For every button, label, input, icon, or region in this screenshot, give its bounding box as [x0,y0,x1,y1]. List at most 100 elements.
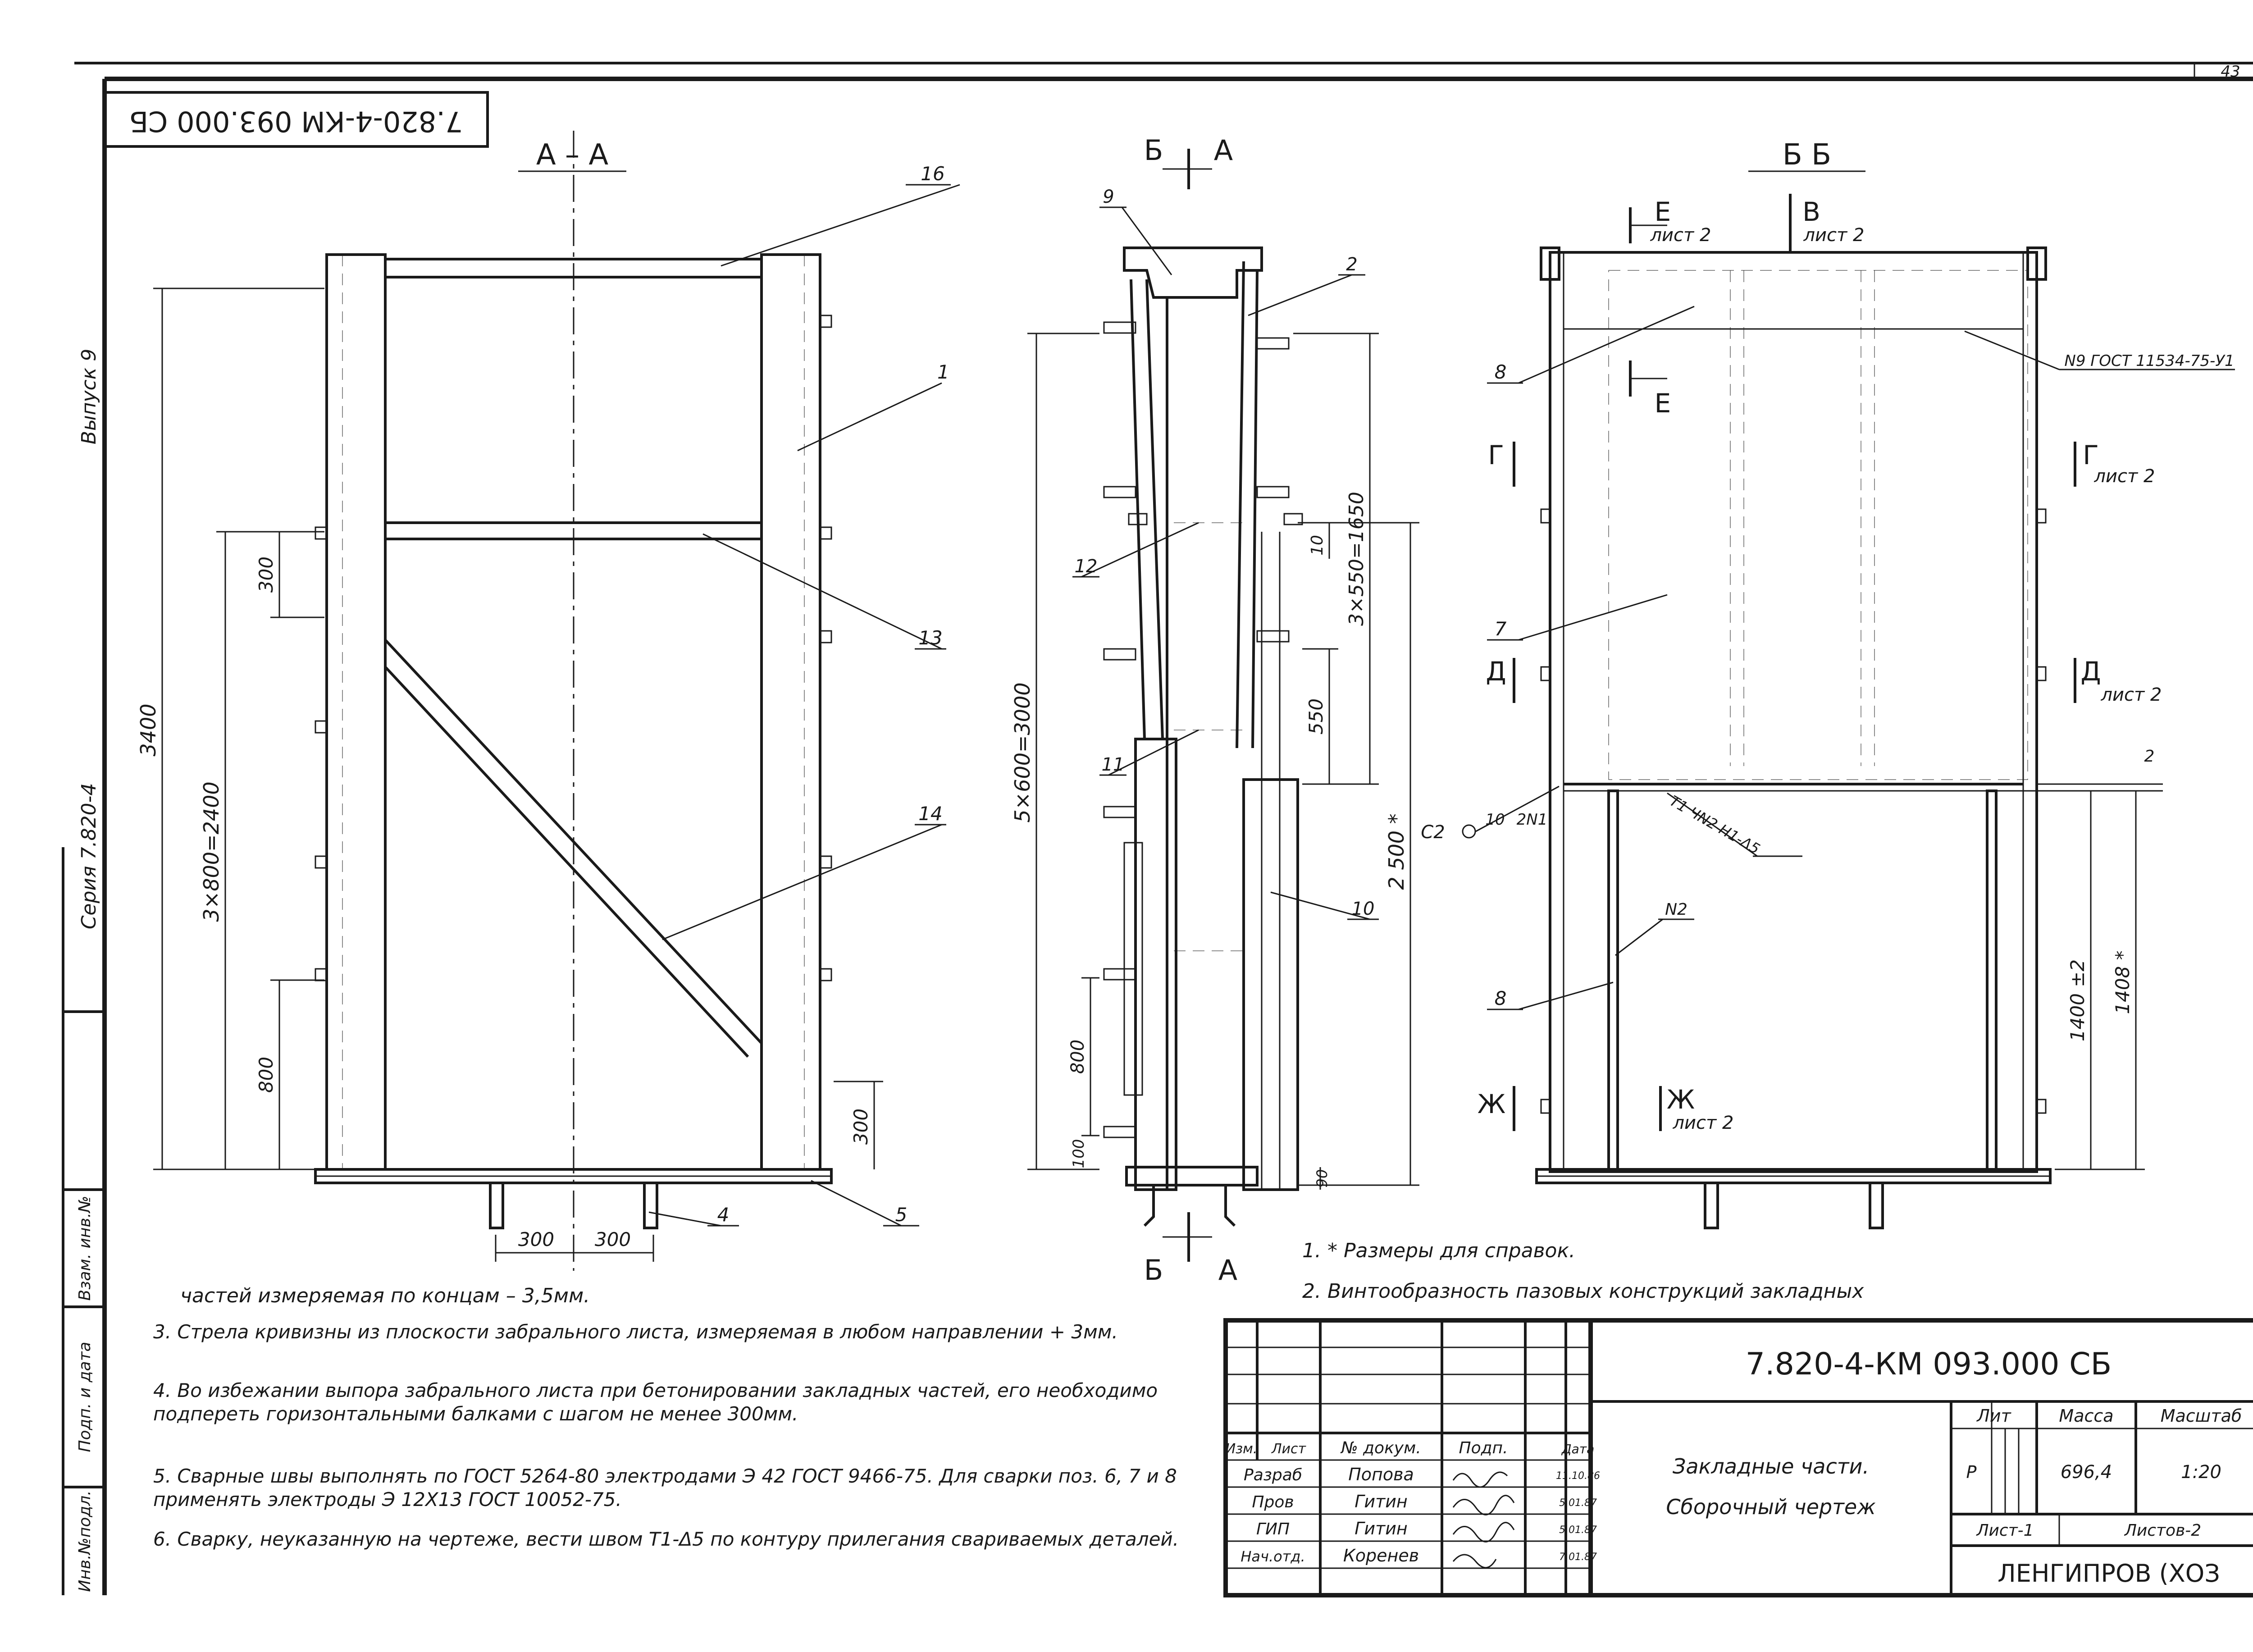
dim-300-br: 300 [595,1228,631,1250]
section-a-bottom: А [1218,1254,1237,1287]
row-name: Коренев [1343,1546,1419,1565]
pos-5: 5 [895,1204,908,1226]
section-a-top: А [1214,134,1233,167]
pos-10: 10 [1352,899,1375,919]
scale-value: 1:20 [2181,1462,2221,1483]
title-name-1: Закладные части. [1673,1454,1869,1479]
dim-300-top: 300 [255,557,277,593]
dim-800-side: 800 [1067,1040,1088,1074]
mark-d-left: Д [1486,656,1506,687]
dim-90: 90 [1313,1169,1331,1188]
lit-value: Р [1966,1462,1977,1482]
view-aa-title: А – А [536,138,608,172]
anchor-studs [1103,321,1303,1138]
weld-10: 10 [1485,811,1505,829]
mark-v-top: В [1802,196,1820,227]
mark-zh-right-sheet: лист 2 [1672,1113,1733,1133]
dim-10: 10 [1308,535,1327,556]
mass-label: Масса [2059,1406,2113,1426]
note-5: 5. Сварные швы выполнять по ГОСТ 5264-80… [153,1465,1177,1511]
view-b-b: Б Б Е лис [1421,138,2235,1229]
title-code: 7.820-4-КМ 093.000 СБ [1746,1346,2112,1382]
page-number: 43 [2221,63,2240,81]
row-name: Попова [1348,1465,1414,1484]
row-date: 7.01.87 [1559,1552,1597,1563]
row-role: ГИП [1256,1520,1290,1538]
mark-zh-left: Ж [1478,1089,1505,1119]
pos-6-leader: 8 [1495,987,1507,1009]
dim-800-bottom: 800 [255,1057,277,1093]
mark-g-right-sheet: лист 2 [2093,466,2155,487]
scale-label: Масштаб [2161,1406,2242,1426]
margin-series: Серия 7.820-4 [78,783,100,930]
weld-n2: N2 [1665,900,1687,919]
note-3: 3. Стрела кривизны из плоскости забральн… [153,1321,1118,1343]
dim-3000: 5×600=3000 [1010,682,1035,822]
dim-1650: 3×550=1650 [1345,492,1368,626]
dim-1400: 1400 ±2 [2066,959,2089,1041]
row-role: Разраб [1244,1466,1302,1484]
dim-550: 550 [1305,698,1327,735]
pos-16: 16 [921,163,944,185]
org-name: ЛЕНГИПРОВ (ХОЗ [1998,1559,2220,1588]
hdr-doc: № докум. [1340,1439,1421,1457]
dim-300-bl: 300 [518,1228,554,1250]
pos-14: 14 [918,803,942,825]
margin-label-inv: Взам. инв.№ [76,1196,94,1301]
hdr-sign: Подп. [1459,1439,1508,1457]
note-2b: частей измеряемая по концам – 3,5мм. [180,1284,590,1307]
dim-2400: 3×800=2400 [199,781,223,922]
column-tabs [315,315,832,981]
row-name: Гитин [1355,1519,1408,1538]
pos-11: 11 [1102,754,1125,775]
mark-e-mid: Е [1655,388,1671,419]
mark-g-right: Г [2083,440,2098,470]
dim-3400: 3400 [136,703,160,756]
signature-mark [1452,1554,1497,1569]
dim-300-right: 300 [850,1109,872,1145]
row-role: Пров [1252,1493,1294,1511]
gost-note: N9 ГОСТ 11534-75-У1 [2064,352,2234,370]
pos-1: 1 [937,361,949,383]
row-name: Гитин [1355,1492,1408,1511]
dim-2500: 2 500 * [1384,813,1409,890]
row-date: 5.01.87 [1559,1524,1597,1536]
view-bb-title: Б Б [1783,138,1831,172]
margin-issue: Выпуск 9 [78,349,100,444]
dim-100-side: 100 [1070,1139,1088,1168]
mark-d-right: Д [2080,656,2101,687]
pos-8: 8 [1495,361,1507,383]
mark-e-top: Е [1655,196,1671,227]
signature-rows: Разраб Попова 11.10.86 Пров Гитин 5.01.8… [1241,1465,1600,1569]
margin-label-original: Инв.№подл. [76,1490,94,1592]
row-date: 5.01.87 [1559,1497,1597,1509]
mark-v-top-sheet: лист 2 [1803,225,1864,246]
lit-label: Лит [1976,1406,2011,1426]
mark-g-left: Г [1488,440,1504,470]
signature-mark [1452,1495,1515,1515]
mark-e-top-sheet: лист 2 [1650,225,1711,246]
dim-1408: 1408 * [2112,950,2134,1014]
title-name-2: Сборочный чертеж [1666,1495,1876,1519]
mark-d-right-sheet: лист 2 [2100,685,2162,705]
hdr-list: Лист [1271,1441,1307,1457]
view-a-a: А – А [136,131,960,1271]
row-date: 11.10.86 [1556,1470,1600,1482]
pos-12: 12 [1075,556,1098,577]
mark-2: 2 [2144,747,2155,766]
note-6-box: 6. Сварку, неуказанную на чертеже, вести… [153,1528,1179,1550]
hdr-izm: Изм. [1226,1441,1258,1457]
weld-t1: Т1 ЧN2 Н1-Δ5 [1667,792,1763,858]
pos-7: 7 [1495,618,1507,640]
sheets-label: Листов-2 [2124,1521,2201,1540]
note-1: 1. * Размеры для справок. [1302,1239,1575,1262]
left-margin-strip: Серия 7.820-4 Выпуск 9 Взам. инв.№ Подп.… [62,349,105,1595]
note-2: 2. Винтообразность пазовых конструкций з… [1302,1280,1864,1303]
weld-c2: С2 [1421,822,1445,843]
sheet-label: Лист-1 [1975,1521,2034,1540]
signature-mark [1452,1522,1515,1542]
margin-label-sign: Подп. и дата [76,1342,94,1452]
title-block: 7.820-4-КМ 093.000 СБ Закладные части. С… [1223,1318,2253,1597]
note-5-box: 5. Сварные швы выполнять по ГОСТ 5264-80… [153,1465,1177,1511]
